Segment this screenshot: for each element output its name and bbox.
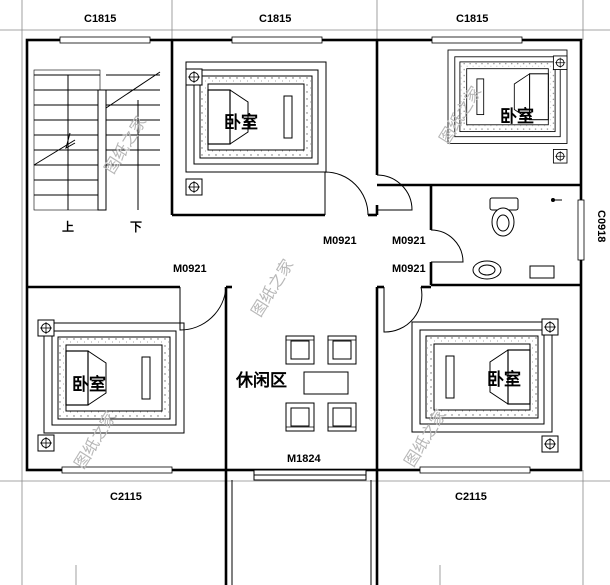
room-label-bedroom-bottom-left: 卧室 — [72, 374, 106, 395]
window-code-bottom-right: C2115 — [455, 491, 487, 503]
stair-down-label: 下 — [130, 220, 142, 234]
stair-up-label: 上 — [62, 219, 74, 234]
window-code-top-right: C1815 — [456, 13, 488, 25]
door-swings — [179, 171, 464, 333]
shower-fixture — [529, 198, 562, 279]
staircase — [33, 69, 161, 211]
door-code-center-upper: M0921 — [323, 235, 357, 247]
door-code-bath-upper: M0921 — [392, 235, 426, 247]
watermark-5: 图纸之家 — [400, 406, 450, 470]
sink — [472, 260, 502, 280]
door-code-balcony: M1824 — [287, 453, 322, 465]
window-code-bottom-left: C2115 — [110, 491, 142, 503]
lounge-table — [303, 371, 349, 395]
room-label-bedroom-top-center: 卧室 — [224, 112, 258, 133]
door-code-bath-lower: M0921 — [392, 263, 426, 275]
room-label-bedroom-bottom-right: 卧室 — [487, 369, 521, 390]
window-code-right-side: C0918 — [595, 210, 607, 242]
room-label-bedroom-top-right: 卧室 — [500, 106, 534, 127]
room-label-lounge: 休闲区 — [235, 370, 287, 391]
window-code-top-center: C1815 — [259, 13, 291, 25]
balcony — [224, 469, 379, 585]
watermark-3: 图纸之家 — [247, 256, 297, 320]
door-code-stair-hall: M0921 — [173, 263, 207, 275]
toilet — [489, 197, 519, 237]
interior-walls — [27, 40, 581, 470]
watermark-1: 图纸之家 — [100, 113, 150, 177]
window-code-top-left: C1815 — [84, 13, 116, 25]
